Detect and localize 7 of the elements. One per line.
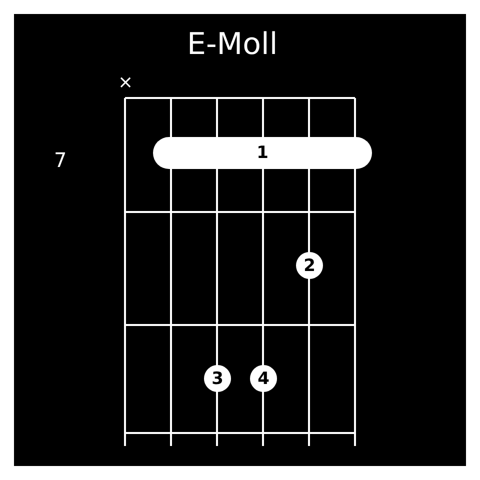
finger-dot: 3 bbox=[204, 365, 231, 392]
barre-bar: 1 bbox=[153, 137, 372, 169]
finger-dot: 4 bbox=[250, 365, 277, 392]
finger-dot: 2 bbox=[296, 252, 323, 279]
chord-title: E-Moll bbox=[187, 30, 278, 60]
mute-marker: × bbox=[118, 74, 134, 92]
fret-number: 7 bbox=[54, 150, 67, 170]
